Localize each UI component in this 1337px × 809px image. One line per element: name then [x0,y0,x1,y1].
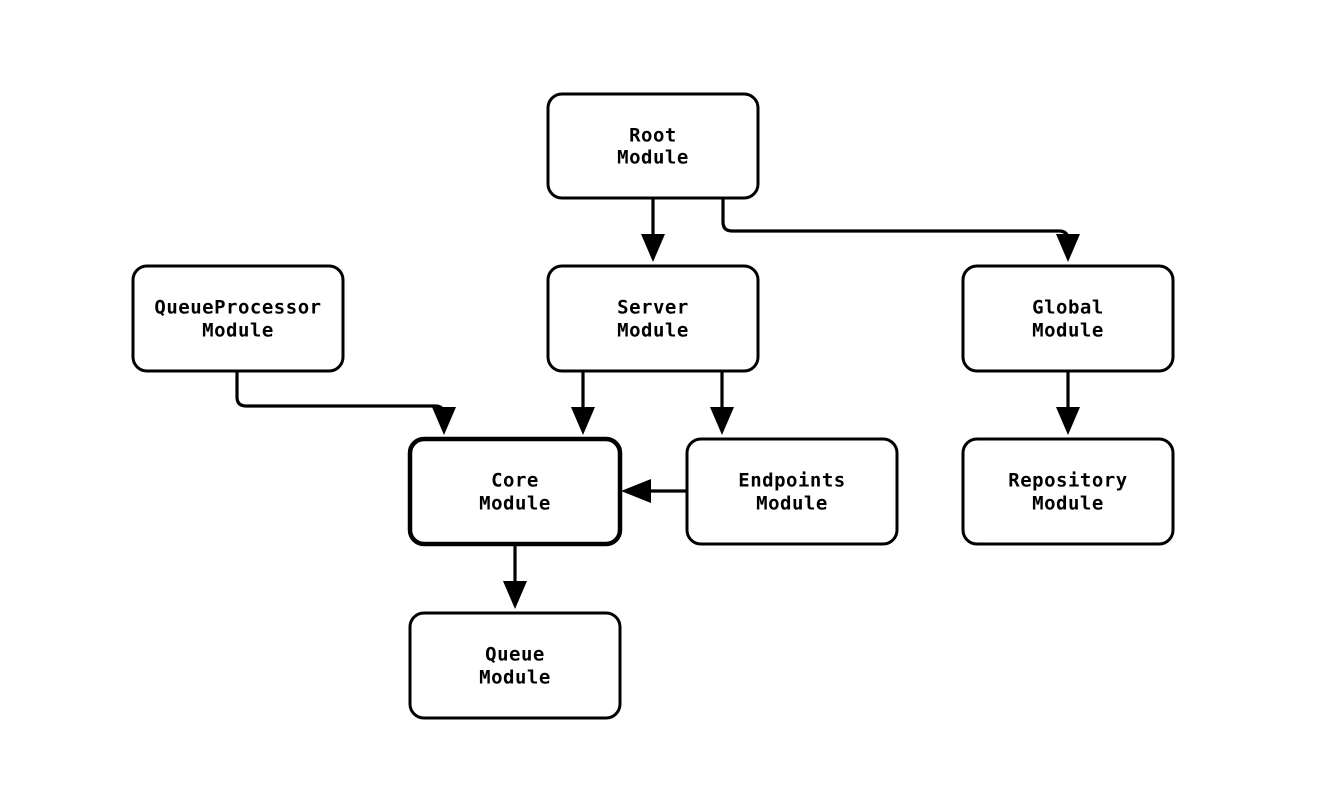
node-layer: Root Module QueueProcessor Module Server… [131,92,1175,720]
node-global-module-label-line2: Module [1032,320,1104,342]
edge-server-to-endpoints [710,371,734,435]
node-core-module-box[interactable] [407,436,623,547]
node-endpoints-module-label-line2: Module [756,493,828,515]
node-queueprocessor-module-box[interactable] [131,264,345,373]
node-endpoints-module-box[interactable] [685,437,899,546]
node-global-module-label-line1: Global [1032,297,1104,319]
node-endpoints-module-label-line1: Endpoints [738,470,845,492]
node-queue-module-label-line2: Module [479,667,551,689]
node-server-module-box[interactable] [546,264,760,373]
node-queue-module-label-line1: Queue [485,644,545,666]
node-queue-module-box[interactable] [408,611,622,720]
node-server-module[interactable]: Server Module [546,264,760,373]
node-server-module-label-line1: Server [617,297,689,319]
node-queue-module[interactable]: Queue Module [408,611,622,720]
node-repository-module-label-line1: Repository [1008,470,1127,492]
edge-core-to-queue [503,544,527,609]
node-global-module[interactable]: Global Module [961,264,1175,373]
node-root-module-label-line2: Module [617,147,689,169]
node-queueprocessor-module-label-line1: QueueProcessor [154,297,321,319]
node-root-module-label-line1: Root [629,125,677,147]
edge-server-to-core [571,371,595,435]
node-server-module-label-line2: Module [617,320,689,342]
node-repository-module-box[interactable] [961,437,1175,546]
node-core-module-label-line2: Module [479,493,551,515]
edge-global-to-repository [1056,371,1080,435]
edge-endpoints-to-core [621,479,687,503]
edge-root-to-server [641,198,665,262]
node-core-module-label-line1: Core [491,470,539,492]
node-queueprocessor-module[interactable]: QueueProcessor Module [131,264,345,373]
edge-queueprocessor-to-core [235,371,456,435]
node-repository-module-label-line2: Module [1032,493,1104,515]
node-root-module[interactable]: Root Module [546,92,760,200]
edge-layer [235,198,1080,609]
edge-root-to-global [721,198,1080,262]
node-global-module-box[interactable] [961,264,1175,373]
node-repository-module[interactable]: Repository Module [961,437,1175,546]
node-root-module-box[interactable] [546,92,760,200]
node-endpoints-module[interactable]: Endpoints Module [685,437,899,546]
node-core-module[interactable]: Core Module [407,436,623,547]
node-queueprocessor-module-label-line2: Module [202,320,274,342]
